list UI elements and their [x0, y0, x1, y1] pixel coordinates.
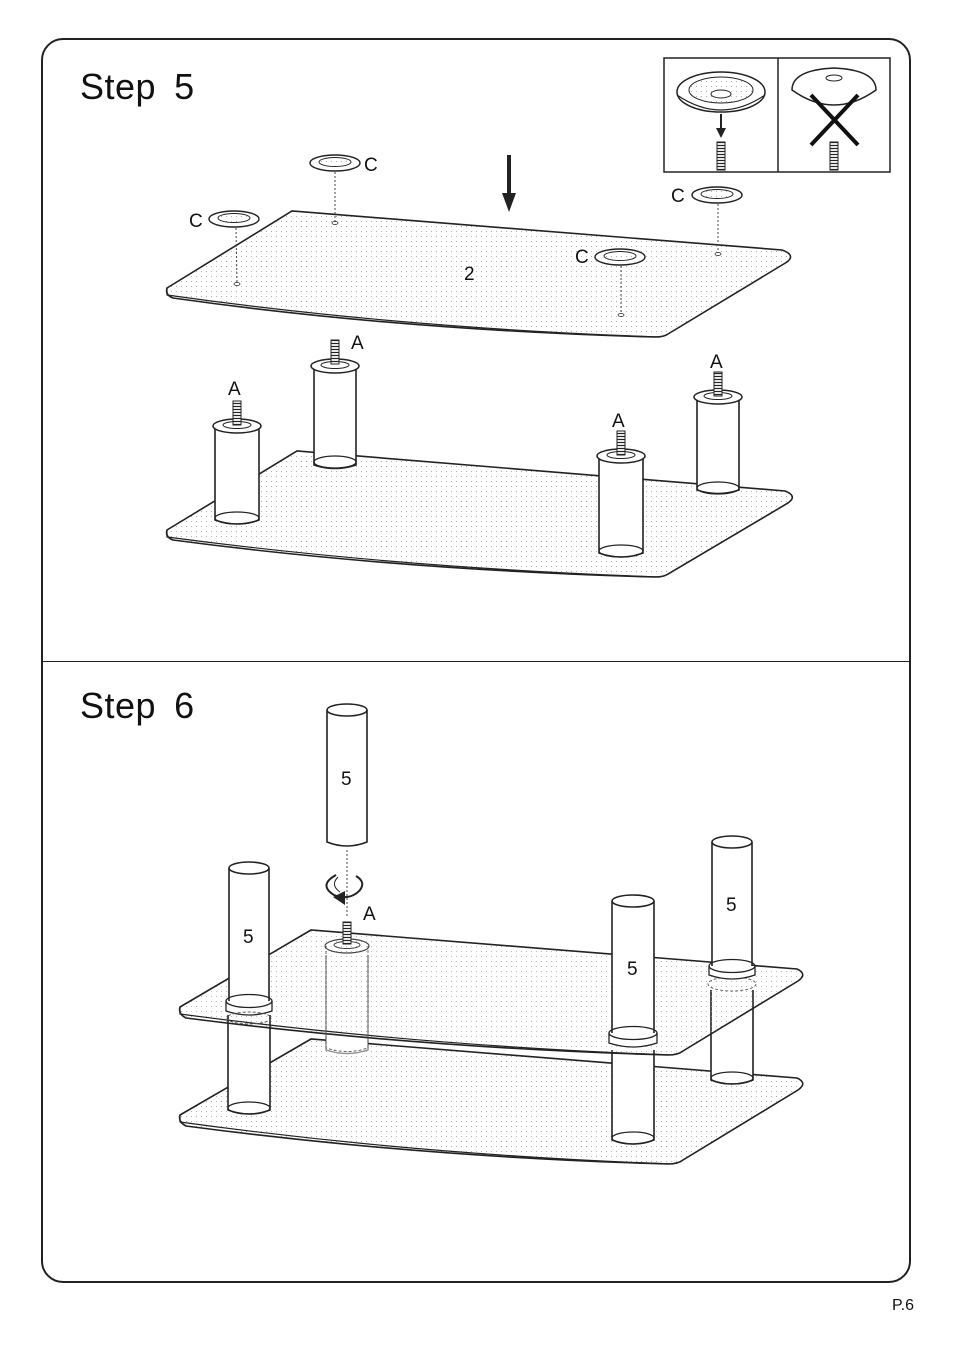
- washer-label-3: C: [671, 186, 685, 207]
- pole-label-4: 5: [627, 959, 638, 980]
- washer-orientation-inset: [664, 58, 890, 172]
- washer-label-2: C: [189, 211, 203, 232]
- leg-back-left: [311, 340, 359, 469]
- washer-label-4: C: [575, 247, 589, 268]
- rotate-clockwise-icon: [326, 875, 362, 905]
- bolt-label-5: A: [363, 904, 376, 925]
- glass-shelf-top: [167, 211, 791, 337]
- lower-leg-front-left: [228, 1015, 270, 1114]
- page-number: P.6: [892, 1297, 914, 1315]
- leg-back-right: [694, 372, 742, 494]
- bolt-label-1: A: [351, 333, 364, 354]
- glass-shelf-upper: [180, 930, 803, 1055]
- pole-label-1: 5: [341, 769, 352, 790]
- pole-label-3: 5: [726, 895, 737, 916]
- pole-label-2: 5: [243, 927, 254, 948]
- bolt-label-2: A: [228, 379, 241, 400]
- washer-label-1: C: [364, 155, 378, 176]
- lower-leg-front-right: [612, 1050, 654, 1144]
- shelf-label: 2: [464, 264, 475, 285]
- leg-front-left: [213, 401, 261, 524]
- pole-being-installed: [327, 704, 367, 918]
- leg-front-right: [597, 431, 645, 557]
- bolt-label-4: A: [612, 411, 625, 432]
- glass-shelf-lower: [180, 1039, 803, 1164]
- arrow-down-icon: [502, 155, 516, 212]
- bolt-label-3: A: [710, 352, 723, 373]
